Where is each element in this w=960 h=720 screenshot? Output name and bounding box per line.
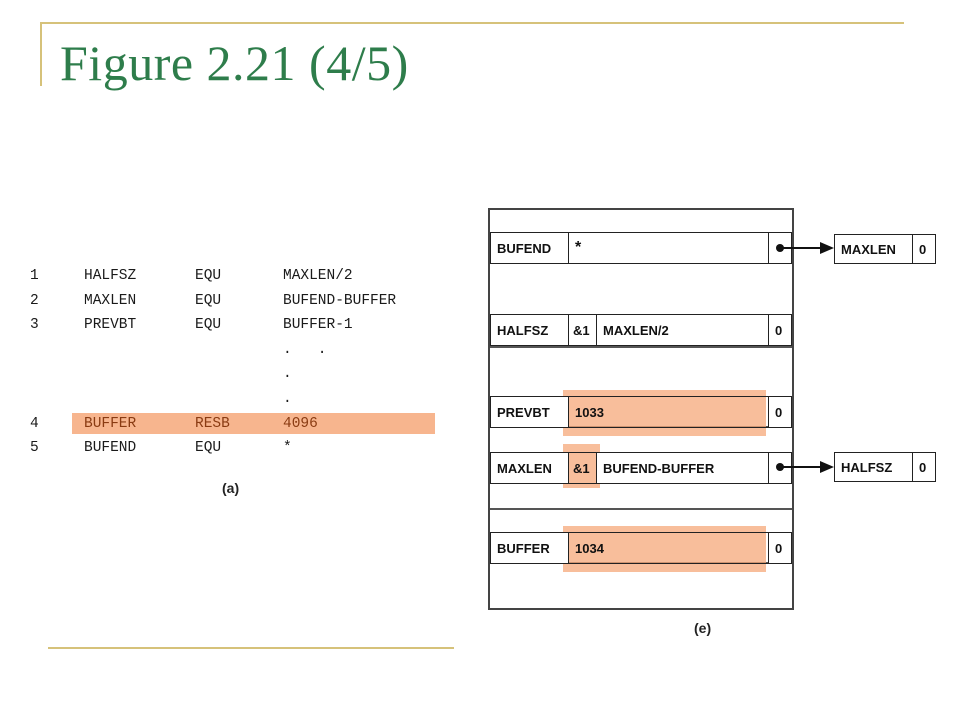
slide-title: Figure 2.21 (4/5) (60, 35, 409, 91)
listing-row: 1 HALFSZ EQU MAXLEN/2 (28, 264, 438, 289)
line-operand: * (283, 440, 292, 457)
arrow-maxlen-to-halfsz (776, 461, 834, 473)
line-number: 1 (30, 268, 39, 284)
line-label: PREVBT (84, 317, 137, 334)
slide-frame-bottom (48, 647, 454, 649)
line-operand: BUFEND-BUFFER (283, 292, 397, 309)
symbol-name: BUFFER (491, 533, 569, 563)
ellipsis-dots: . (283, 366, 292, 383)
symbol-flag: &1 (569, 453, 597, 483)
symtab-entry-halfsz: HALFSZ &1 MAXLEN/2 0 (490, 314, 792, 346)
arrow-bufend-to-maxlen (776, 242, 834, 254)
listing-row-ellipsis: . (28, 387, 438, 412)
line-operand: MAXLEN/2 (283, 268, 353, 284)
symbol-expression: BUFEND-BUFFER (597, 453, 769, 483)
symbol-value: 0 (769, 397, 791, 427)
highlight-buffer (563, 526, 766, 572)
line-opcode: EQU (195, 317, 222, 334)
caption-a: (a) (222, 480, 240, 496)
symbol-value: 0 (775, 322, 783, 338)
program-listing: 1 HALFSZ EQU MAXLEN/2 2 MAXLEN EQU BUFEN… (28, 264, 438, 461)
caption-e: (e) (694, 620, 712, 636)
symtab-entry-prevbt: PREVBT 1033 0 (490, 396, 792, 428)
symbol-name: PREVBT (491, 397, 569, 427)
highlight-prevbt (563, 390, 766, 436)
ellipsis-dots: . . (283, 341, 327, 358)
link-node-maxlen: MAXLEN 0 (834, 234, 936, 264)
link-node-halfsz: HALFSZ 0 (834, 452, 936, 482)
table-divider (490, 508, 792, 510)
symbol-address: 1033 (569, 397, 769, 427)
listing-row: 2 MAXLEN EQU BUFEND-BUFFER (28, 289, 438, 314)
symbol-name: BUFEND (491, 233, 569, 263)
symbol-flag: &1 (569, 315, 597, 345)
symbol-value: 0 (769, 533, 791, 563)
line-label: BUFFER (84, 415, 137, 432)
line-number: 3 (30, 317, 39, 334)
listing-row: 3 PREVBT EQU BUFFER-1 (28, 313, 438, 338)
link-node-value: 0 (919, 241, 927, 257)
link-node-value: 0 (919, 459, 927, 475)
line-operand: 4096 (283, 415, 318, 432)
symbol-field: * (569, 233, 769, 263)
line-label: BUFEND (84, 440, 137, 457)
symbol-name: HALFSZ (491, 315, 569, 345)
symtab-entry-maxlen: MAXLEN &1 BUFEND-BUFFER (490, 452, 792, 484)
highlight-maxlen-flag (563, 444, 600, 488)
listing-row-ellipsis: . . (28, 338, 438, 363)
line-opcode: EQU (195, 440, 222, 457)
line-label: HALFSZ (84, 268, 137, 284)
line-number: 4 (30, 415, 39, 432)
table-divider (490, 346, 792, 348)
symtab-entry-bufend: BUFEND * (490, 232, 792, 264)
line-opcode: RESB (195, 415, 230, 432)
symbol-expression: MAXLEN/2 (597, 315, 769, 345)
listing-row: 5 BUFEND EQU * (28, 436, 438, 461)
symtab-entry-buffer: BUFFER 1034 0 (490, 532, 792, 564)
ellipsis-dots: . (283, 390, 292, 407)
line-operand: BUFFER-1 (283, 317, 353, 334)
line-label: MAXLEN (84, 292, 137, 309)
slide-frame-top (40, 22, 904, 24)
line-opcode: EQU (195, 292, 222, 309)
line-number: 2 (30, 292, 39, 309)
link-node-name: MAXLEN (835, 235, 913, 263)
slide-frame-left (40, 22, 42, 86)
symbol-address: 1034 (569, 533, 769, 563)
listing-row-ellipsis: . (28, 362, 438, 387)
listing-row-highlighted: 4 BUFFER RESB 4096 (28, 412, 438, 437)
line-number: 5 (30, 440, 39, 457)
link-node-name: HALFSZ (835, 453, 913, 481)
line-opcode: EQU (195, 268, 222, 284)
symbol-name: MAXLEN (491, 453, 569, 483)
